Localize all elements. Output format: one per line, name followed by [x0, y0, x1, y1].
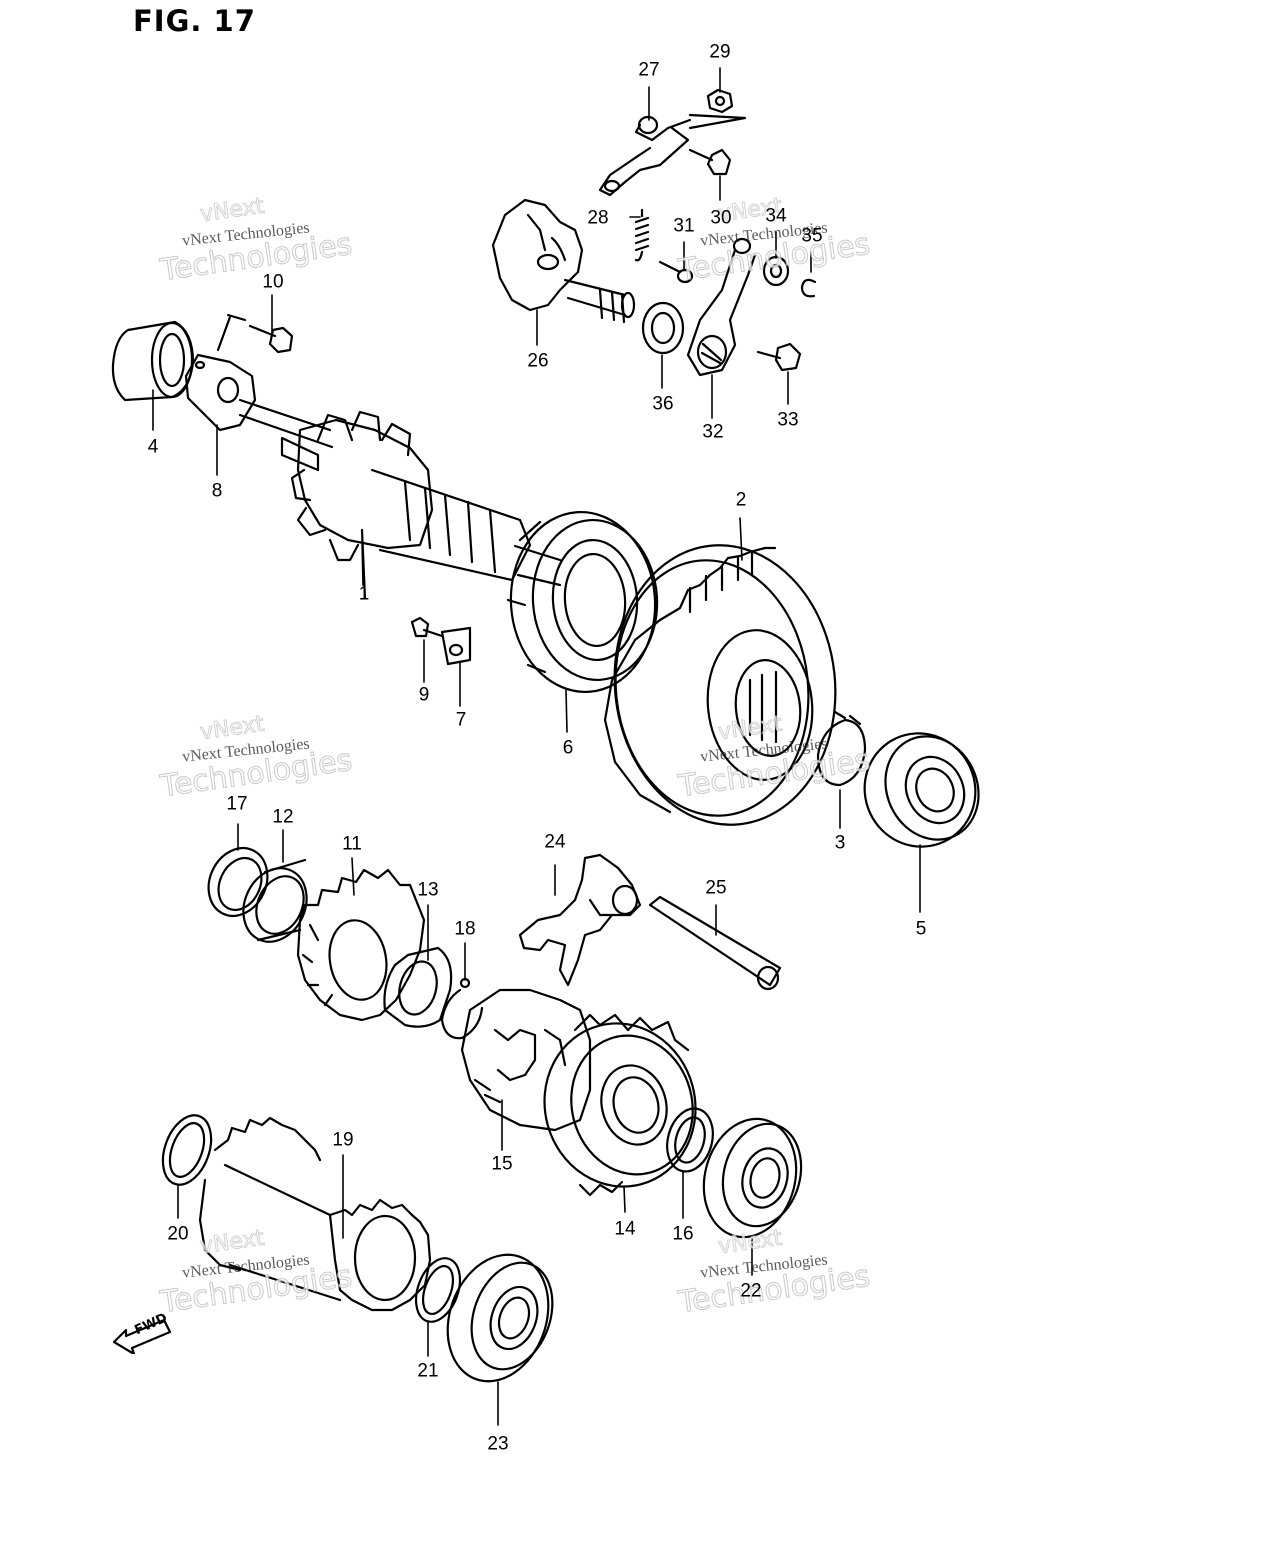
part-label-20: 20 — [167, 1223, 189, 1245]
oil-seal-part-36 — [641, 301, 685, 355]
part-label-28: 28 — [587, 207, 609, 229]
washer-part-13 — [383, 946, 453, 1028]
bearing-part-6 — [506, 510, 659, 694]
stopper-arm-part-27 — [598, 113, 747, 197]
part-label-21: 21 — [417, 1360, 439, 1382]
forward-arrow-icon — [112, 1318, 172, 1354]
part-label-36: 36 — [652, 393, 674, 415]
bearing-part-23 — [446, 1253, 554, 1383]
washer-part-17 — [207, 847, 269, 917]
part-label-4: 4 — [147, 436, 159, 458]
part-label-1: 1 — [358, 583, 370, 605]
part-label-26: 26 — [527, 350, 549, 372]
sleeve-hub-part-15 — [460, 988, 592, 1132]
part-label-17: 17 — [226, 793, 248, 815]
part-label-16: 16 — [672, 1223, 694, 1245]
bearing-part-22 — [702, 1117, 803, 1239]
circlip-part-18 — [440, 977, 484, 1040]
gearshift-arm-part-32 — [686, 237, 757, 377]
part-label-11: 11 — [342, 833, 362, 855]
leader-lines — [152, 67, 921, 1426]
part-label-22: 22 — [740, 1280, 762, 1302]
washer-part-7 — [440, 626, 472, 666]
part-label-15: 15 — [491, 1153, 513, 1175]
part-label-33: 33 — [777, 409, 799, 431]
part-label-9: 9 — [418, 684, 430, 706]
driven-gear-part-2 — [603, 544, 837, 826]
nut-part-29 — [706, 88, 734, 114]
gearshift-cam-part-26 — [491, 198, 636, 324]
figure-title: FIG. 17 — [133, 4, 256, 38]
fork-shaft-part-25 — [648, 895, 782, 991]
bolt-part-9 — [410, 616, 444, 638]
washer-part-21 — [414, 1257, 462, 1323]
part-label-25: 25 — [705, 877, 727, 899]
countershaft-part-1 — [238, 398, 562, 600]
part-label-35: 35 — [801, 225, 823, 247]
part-label-13: 13 — [417, 879, 439, 901]
gear-part-14 — [543, 1013, 697, 1197]
part-label-2: 2 — [735, 489, 747, 511]
bolt-part-10 — [216, 313, 294, 354]
circlip-part-3 — [816, 710, 867, 787]
washer-part-20 — [161, 1114, 213, 1186]
part-label-6: 6 — [562, 737, 574, 759]
part-label-34: 34 — [765, 205, 787, 227]
part-label-18: 18 — [454, 918, 476, 940]
part-label-29: 29 — [709, 41, 731, 63]
part-label-30: 30 — [710, 207, 732, 229]
part-label-5: 5 — [915, 918, 927, 940]
part-label-8: 8 — [211, 480, 223, 502]
part-label-3: 3 — [834, 832, 846, 854]
bearing-part-4 — [111, 320, 195, 402]
part-label-7: 7 — [455, 709, 467, 731]
part-label-19: 19 — [332, 1129, 354, 1151]
circlip-part-35 — [800, 278, 817, 298]
shift-fork-part-24 — [518, 853, 642, 987]
part-label-14: 14 — [614, 1218, 636, 1240]
part-label-27: 27 — [638, 59, 660, 81]
bearing-part-5 — [863, 732, 980, 848]
part-label-32: 32 — [702, 421, 724, 443]
part-label-31: 31 — [673, 215, 695, 237]
bearing-retainer-part-8 — [184, 353, 257, 432]
gear-shaft-part-19 — [198, 1116, 432, 1312]
gear-part-11 — [296, 868, 426, 1022]
washer-part-16 — [666, 1107, 714, 1173]
bolt-part-33 — [756, 342, 802, 372]
bushing-part-12 — [242, 858, 308, 943]
part-label-23: 23 — [487, 1433, 509, 1455]
part-label-10: 10 — [262, 271, 284, 293]
pin-part-31 — [658, 260, 694, 284]
part-label-12: 12 — [272, 806, 294, 828]
spring-part-28 — [634, 208, 650, 262]
bolt-part-30 — [688, 148, 732, 176]
part-label-24: 24 — [544, 831, 566, 853]
